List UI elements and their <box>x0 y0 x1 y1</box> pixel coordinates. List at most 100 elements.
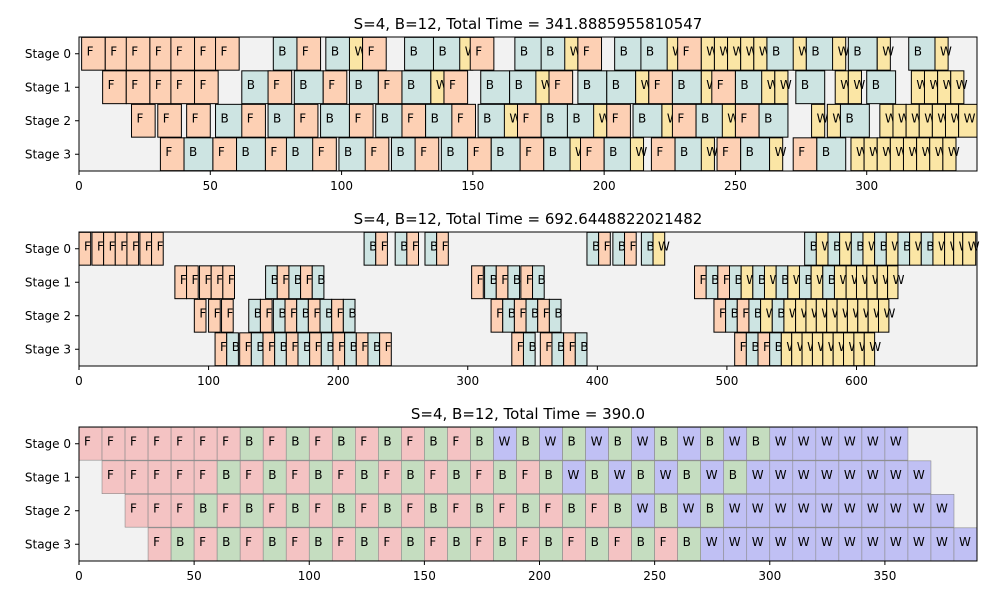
task-label: F <box>216 273 223 287</box>
task-label: F <box>302 44 309 58</box>
task-label: F <box>290 306 297 320</box>
task-label: B <box>303 340 311 354</box>
task-label: F <box>97 239 104 253</box>
task-block <box>183 137 214 172</box>
task-label: B <box>520 44 528 58</box>
task-label: B <box>568 434 576 448</box>
task-label: F <box>700 273 707 287</box>
task-block <box>490 137 521 172</box>
task-label: F <box>385 340 392 354</box>
task-label: F <box>368 44 375 58</box>
task-label: B <box>583 78 591 92</box>
task-label: F <box>222 501 229 515</box>
x-tick-label: 50 <box>186 569 201 583</box>
task-label: F <box>245 340 252 354</box>
task-label: B <box>278 306 286 320</box>
task-label: W <box>498 434 510 448</box>
task-label: B <box>531 306 539 320</box>
task-label: B <box>591 468 599 482</box>
task-block <box>480 70 511 105</box>
task-block <box>548 298 562 333</box>
task-label: F <box>199 468 206 482</box>
task-label: F <box>155 78 162 92</box>
task-label: B <box>729 468 737 482</box>
task-label: F <box>452 434 459 448</box>
task-label: B <box>546 111 554 125</box>
task-label: B <box>711 273 719 287</box>
x-tick-label: 150 <box>461 179 484 193</box>
task-label: W <box>658 239 670 253</box>
task-label: F <box>176 78 183 92</box>
task-block <box>930 494 955 528</box>
task-label: W <box>660 468 672 482</box>
task-label: F <box>218 145 225 159</box>
task-label: W <box>948 145 960 159</box>
task-label: B <box>268 535 276 549</box>
task-label: B <box>271 273 279 287</box>
task-label: F <box>381 239 388 253</box>
task-label: W <box>821 434 833 448</box>
x-tick-label: 300 <box>456 374 479 388</box>
task-label: B <box>373 340 381 354</box>
task-label: B <box>580 340 588 354</box>
task-label: B <box>637 535 645 549</box>
task-label: F <box>205 273 212 287</box>
task-label: F <box>247 111 254 125</box>
task-label: W <box>867 535 879 549</box>
task-label: W <box>637 434 649 448</box>
task-label: F <box>176 44 183 58</box>
task-label: B <box>680 145 688 159</box>
task-label: B <box>176 535 184 549</box>
task-label: F <box>265 306 272 320</box>
task-label: B <box>475 501 483 515</box>
task-label: W <box>936 501 948 515</box>
task-label: B <box>314 468 322 482</box>
task-label: W <box>614 468 626 482</box>
task-label: B <box>280 340 288 354</box>
task-label: F <box>526 273 533 287</box>
task-label: B <box>278 44 286 58</box>
task-label: B <box>903 239 911 253</box>
task-block <box>606 70 637 105</box>
task-label: B <box>638 111 646 125</box>
task-label: F <box>306 273 313 287</box>
task-label: F <box>568 535 575 549</box>
task-block <box>311 265 325 300</box>
task-label: B <box>350 340 358 354</box>
task-label: B <box>856 239 864 253</box>
task-block <box>348 70 379 105</box>
task-block <box>293 70 324 105</box>
task-label: W <box>683 501 695 515</box>
x-tick-label: 250 <box>724 179 747 193</box>
task-label: W <box>913 468 925 482</box>
task-label: F <box>108 78 115 92</box>
task-label: W <box>959 535 971 549</box>
task-label: F <box>282 273 289 287</box>
task-label: F <box>291 340 298 354</box>
task-label: F <box>291 468 298 482</box>
x-tick-label: 200 <box>593 179 616 193</box>
task-label: B <box>314 535 322 549</box>
x-tick-label: 50 <box>203 179 218 193</box>
task-block <box>540 103 571 138</box>
task-label: B <box>609 145 617 159</box>
task-label: B <box>683 535 691 549</box>
task-block <box>241 103 266 138</box>
task-label: F <box>517 340 524 354</box>
task-label: B <box>498 468 506 482</box>
task-label: B <box>746 145 754 159</box>
task-label: B <box>572 111 580 125</box>
task-block <box>878 298 890 333</box>
task-label: B <box>483 111 491 125</box>
task-block <box>443 70 469 105</box>
x-tick-label: 0 <box>75 374 83 388</box>
task-label: B <box>242 145 250 159</box>
task-label: B <box>740 78 748 92</box>
task-label: F <box>199 535 206 549</box>
task-label: B <box>614 501 622 515</box>
task-block <box>375 103 406 138</box>
task-label: B <box>268 468 276 482</box>
task-label: B <box>772 44 780 58</box>
task-label: F <box>519 306 526 320</box>
task-label: F <box>145 239 152 253</box>
